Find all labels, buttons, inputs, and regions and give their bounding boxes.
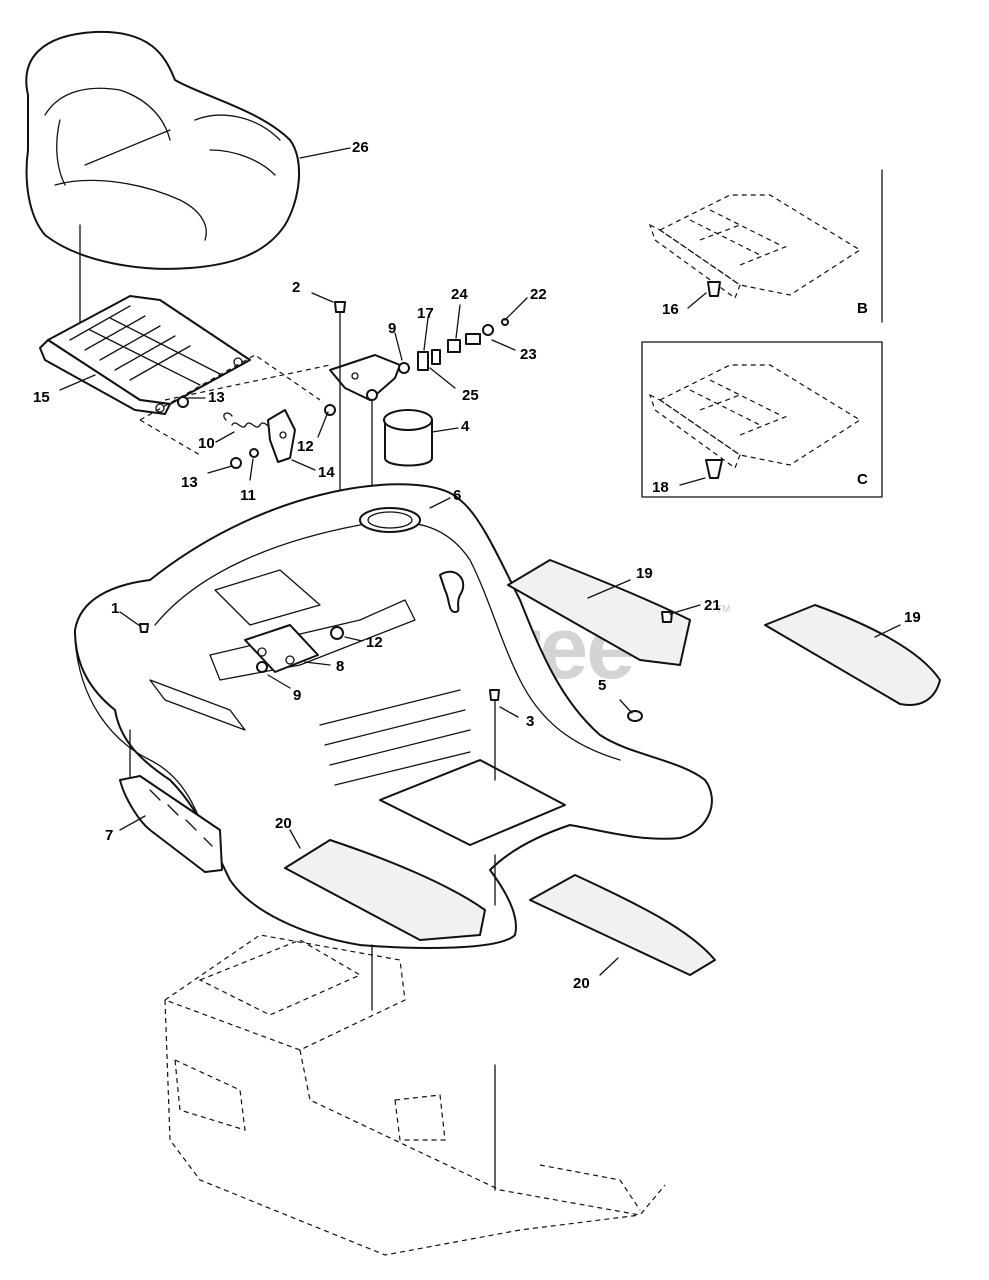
tractor-frame xyxy=(164,854,666,1256)
watermark-trademark: TM xyxy=(716,604,730,615)
inset-b: B xyxy=(648,169,883,323)
callout-9-bottom: 9 xyxy=(293,687,301,704)
callout-12-bottom: 12 xyxy=(366,634,383,651)
callout-20-loose: 20 xyxy=(573,975,590,992)
seat-adjust-bracket xyxy=(329,354,401,401)
bolt-2 xyxy=(334,301,346,313)
callout-23: 23 xyxy=(520,346,537,363)
bolt-13-bottom xyxy=(230,457,242,469)
bolt-13-top xyxy=(177,396,189,408)
callout-12-top: 12 xyxy=(297,438,314,455)
foot-mat-20-loose xyxy=(529,874,716,976)
cup-holder xyxy=(383,409,433,467)
callout-26: 26 xyxy=(352,139,369,156)
pin-assembly xyxy=(398,318,509,374)
callout-14: 14 xyxy=(318,464,335,481)
bolt-16 xyxy=(707,281,721,297)
bolt-5 xyxy=(627,710,643,722)
callout-13-top: 13 xyxy=(208,389,225,406)
callout-21: 21 xyxy=(704,597,721,614)
foot-mat-19-loose xyxy=(764,604,941,706)
callout-1: 1 xyxy=(111,600,119,617)
callout-11: 11 xyxy=(240,487,256,504)
callout-19-body: 19 xyxy=(636,565,653,582)
nut-9-bottom xyxy=(256,661,268,673)
foot-mat-20-on-body xyxy=(284,839,486,941)
inset-b-label: B xyxy=(857,300,868,317)
foot-mat-19-on-body xyxy=(507,559,691,666)
seat-cushion xyxy=(25,30,301,270)
fastener-18 xyxy=(705,459,723,479)
callout-numbers: 26 2 9 17 24 22 23 25 4 15 13 10 12 14 1… xyxy=(33,139,921,992)
screw-21 xyxy=(661,611,673,623)
fender-body xyxy=(74,483,713,949)
callout-4: 4 xyxy=(461,418,470,435)
washer-12-bottom xyxy=(330,626,344,640)
callout-25: 25 xyxy=(462,387,479,404)
washer-11 xyxy=(249,448,259,458)
washer-12-top xyxy=(324,404,336,416)
height-bracket-7 xyxy=(119,775,223,873)
callout-2: 2 xyxy=(292,279,300,296)
callout-6: 6 xyxy=(453,487,461,504)
callout-13-bottom: 13 xyxy=(181,474,198,491)
callout-9-top: 9 xyxy=(388,320,396,337)
screw-1 xyxy=(139,623,149,633)
callout-19-loose: 19 xyxy=(904,609,921,626)
callout-17: 17 xyxy=(417,305,434,322)
callout-16: 16 xyxy=(662,301,679,318)
leader-lines xyxy=(59,147,901,976)
seat-pan xyxy=(39,295,251,415)
inset-c-label: C xyxy=(857,471,868,488)
callout-8: 8 xyxy=(336,658,344,675)
callout-10: 10 xyxy=(198,435,215,452)
pivot-bracket xyxy=(267,409,296,463)
callout-7: 7 xyxy=(105,827,113,844)
spring xyxy=(223,412,275,428)
callout-22: 22 xyxy=(530,286,547,303)
callout-18: 18 xyxy=(652,479,669,496)
plate-8 xyxy=(244,624,319,673)
callout-5: 5 xyxy=(598,677,606,694)
callout-3: 3 xyxy=(526,713,534,730)
callout-24: 24 xyxy=(451,286,468,303)
bolt-3 xyxy=(489,689,500,701)
callout-20-body: 20 xyxy=(275,815,292,832)
callout-15: 15 xyxy=(33,389,50,406)
inset-c: C xyxy=(641,341,883,498)
